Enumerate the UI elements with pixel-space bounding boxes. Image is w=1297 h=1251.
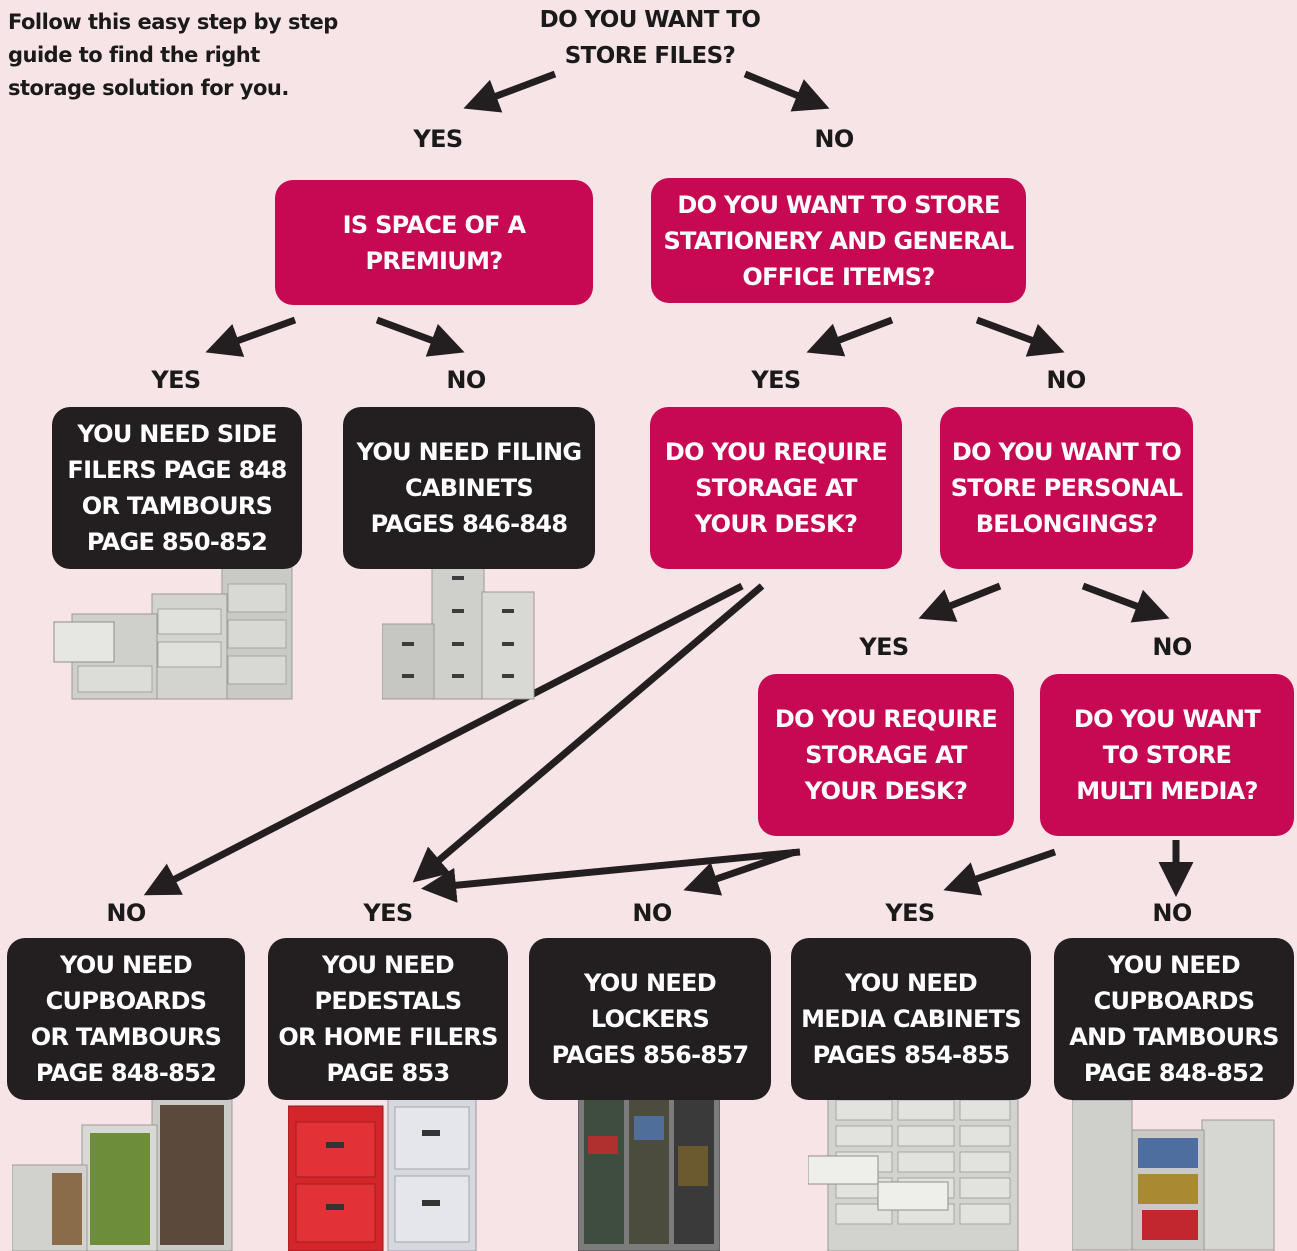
pedestals-illustration <box>288 1092 477 1251</box>
label-files-yes: YES <box>413 125 463 153</box>
question-stationery: DO YOU WANT TO STORE STATIONERY AND GENE… <box>651 178 1026 303</box>
label-bottom-no-5: NO <box>1152 899 1192 927</box>
label-space-yes: YES <box>151 366 201 394</box>
arrow-personal-yes <box>918 582 1002 622</box>
label-bottom-no-3: NO <box>632 899 672 927</box>
lockers-illustration <box>578 1076 720 1251</box>
label-bottom-yes-4: YES <box>885 899 935 927</box>
arrow-space-yes <box>205 316 297 357</box>
question-stationery-text: DO YOU WANT TO STORE STATIONERY AND GENE… <box>663 190 1014 291</box>
arrow-stationery-yes <box>806 316 894 357</box>
answer-side-filers-text: YOU NEED SIDE FILERS PAGE 848 OR TAMBOUR… <box>67 420 287 556</box>
arrow-files-yes <box>463 70 557 113</box>
answer-cupboards-or-tambours-text: YOU NEED CUPBOARDS OR TAMBOURS PAGE 848-… <box>30 951 222 1087</box>
label-space-no: NO <box>446 366 486 394</box>
answer-pedestals-text: YOU NEED PEDESTALS OR HOME FILERS PAGE 8… <box>278 951 498 1087</box>
arrow-desk1-yes <box>412 583 765 883</box>
label-bottom-yes-2: YES <box>363 899 413 927</box>
question-desk-storage-1-text: DO YOU REQUIRE STORAGE AT YOUR DESK? <box>664 438 888 538</box>
arrow-desk1-no <box>143 582 744 896</box>
arrow-space-no <box>375 316 465 357</box>
media-cabinets-illustration <box>808 1090 1019 1251</box>
question-multi-media: DO YOU WANT TO STORE MULTI MEDIA? <box>1040 674 1294 836</box>
question-desk-storage-2-text: DO YOU REQUIRE STORAGE AT YOUR DESK? <box>774 705 998 805</box>
filing-cabinets-illustration <box>382 564 535 700</box>
answer-cupboards-or-tambours: YOU NEED CUPBOARDS OR TAMBOURS PAGE 848-… <box>7 938 245 1100</box>
label-stationery-yes: YES <box>751 366 801 394</box>
label-personal-no: NO <box>1152 633 1192 661</box>
question-personal-belongings-text: DO YOU WANT TO STORE PERSONAL BELONGINGS… <box>950 438 1183 538</box>
answer-side-filers: YOU NEED SIDE FILERS PAGE 848 OR TAMBOUR… <box>52 407 302 569</box>
question-desk-storage-1: DO YOU REQUIRE STORAGE AT YOUR DESK? <box>650 407 902 569</box>
start-question: DO YOU WANT TO STORE FILES? <box>500 2 800 74</box>
arrow-desk2-no <box>683 848 797 896</box>
question-space-premium-text: IS SPACE OF A PREMIUM? <box>342 210 527 275</box>
question-personal-belongings: DO YOU WANT TO STORE PERSONAL BELONGINGS… <box>940 407 1193 569</box>
label-bottom-no-1: NO <box>106 899 146 927</box>
question-multi-media-text: DO YOU WANT TO STORE MULTI MEDIA? <box>1073 705 1261 805</box>
arrow-files-no <box>743 70 830 112</box>
answer-media-cabinets-text: YOU NEED MEDIA CABINETS PAGES 854-855 <box>801 969 1022 1069</box>
label-stationery-no: NO <box>1046 366 1086 394</box>
answer-media-cabinets: YOU NEED MEDIA CABINETS PAGES 854-855 <box>791 938 1031 1100</box>
label-personal-yes: YES <box>859 633 909 661</box>
answer-lockers: YOU NEED LOCKERS PAGES 856-857 <box>529 938 771 1100</box>
start-question-text: DO YOU WANT TO STORE FILES? <box>539 7 761 69</box>
answer-lockers-text: YOU NEED LOCKERS PAGES 856-857 <box>551 969 749 1069</box>
answer-filing-cabinets: YOU NEED FILING CABINETS PAGES 846-848 <box>343 407 595 569</box>
question-desk-storage-2: DO YOU REQUIRE STORAGE AT YOUR DESK? <box>758 674 1014 836</box>
intro-text: Follow this easy step by step guide to f… <box>8 10 338 100</box>
arrow-media-yes <box>943 848 1057 896</box>
answer-cupboards-and-tambours: YOU NEED CUPBOARDS AND TAMBOURS PAGE 848… <box>1054 938 1294 1100</box>
cupboards-tambours-illustration <box>1072 1099 1275 1251</box>
arrow-stationery-no <box>975 316 1065 357</box>
arrow-desk2-yes <box>421 848 801 903</box>
answer-filing-cabinets-text: YOU NEED FILING CABINETS PAGES 846-848 <box>356 438 582 538</box>
answer-pedestals: YOU NEED PEDESTALS OR HOME FILERS PAGE 8… <box>268 938 508 1100</box>
question-space-premium: IS SPACE OF A PREMIUM? <box>275 180 593 305</box>
side-filers-illustration <box>53 564 293 700</box>
label-files-no: NO <box>814 125 854 153</box>
cupboards-illustration <box>12 1095 233 1251</box>
arrow-personal-no <box>1081 582 1170 623</box>
answer-cupboards-and-tambours-text: YOU NEED CUPBOARDS AND TAMBOURS PAGE 848… <box>1069 951 1279 1087</box>
